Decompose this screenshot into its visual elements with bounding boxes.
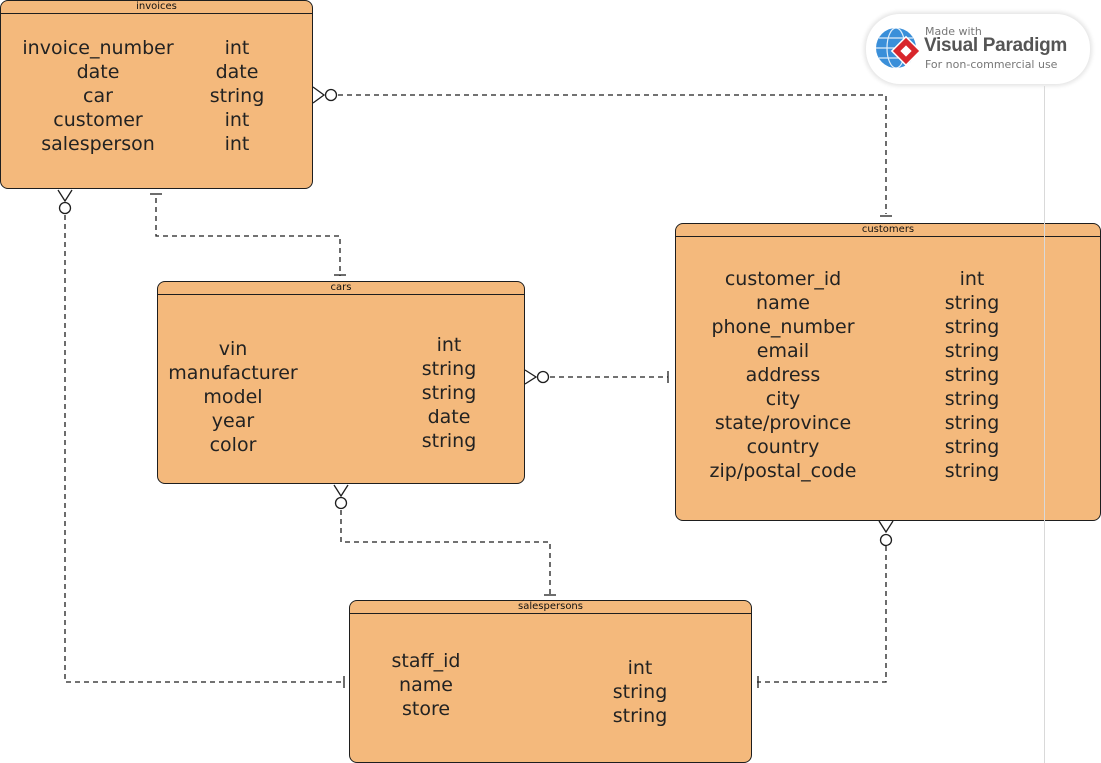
- field-type: string: [944, 340, 1000, 362]
- visual-paradigm-badge: Made with Visual Paradigm For non-commer…: [866, 14, 1090, 84]
- field-type: string: [944, 316, 1000, 338]
- entity-title: invoices: [1, 1, 312, 14]
- relationship-cars-customers: [524, 369, 669, 385]
- field-name: staff_id: [391, 650, 461, 672]
- visual-paradigm-logo-icon: [876, 27, 922, 69]
- field-type: string: [944, 388, 1000, 410]
- field-name: year: [211, 410, 255, 432]
- field-type: string: [421, 358, 477, 380]
- field-name: store: [401, 698, 451, 720]
- field-type: int: [959, 268, 985, 290]
- entity-customers[interactable]: customers customer_id name phone_number …: [675, 223, 1101, 521]
- field-type: string: [944, 364, 1000, 386]
- field-name: country: [746, 436, 820, 458]
- field-type: string: [209, 85, 265, 107]
- badge-brand: Visual Paradigm: [924, 35, 1067, 56]
- field-type: string: [612, 681, 668, 703]
- entity-invoices[interactable]: invoices invoice_number date car custome…: [0, 0, 313, 189]
- entity-title: cars: [158, 282, 524, 295]
- relationship-invoices-cars: [150, 193, 346, 276]
- relationship-cars-salespersons: [333, 484, 556, 596]
- field-name: date: [76, 61, 120, 83]
- badge-license-note: For non-commercial use: [925, 58, 1058, 71]
- field-type: date: [427, 406, 471, 428]
- field-type: string: [944, 292, 1000, 314]
- field-type: string: [944, 460, 1000, 482]
- field-name: phone_number: [711, 316, 855, 338]
- field-name: state/province: [714, 412, 852, 434]
- field-names-column: customer_id name phone_number email addr…: [698, 267, 868, 483]
- field-name: model: [203, 386, 263, 408]
- relationship-invoices-customers: [312, 86, 892, 217]
- field-names-column: invoice_number date car customer salespe…: [22, 36, 174, 156]
- field-type: string: [612, 705, 668, 727]
- entity-salespersons[interactable]: salespersons staff_id name store int str…: [349, 600, 752, 763]
- entity-cars[interactable]: cars vin manufacturer model year color i…: [157, 281, 525, 484]
- field-name: car: [83, 85, 113, 107]
- field-name: customer: [53, 109, 143, 131]
- entity-title: customers: [676, 224, 1100, 237]
- field-names-column: vin manufacturer model year color: [158, 337, 308, 457]
- field-types-column: int string string: [600, 656, 680, 728]
- field-name: email: [756, 340, 810, 362]
- field-type: int: [627, 657, 653, 679]
- entity-title: salespersons: [350, 601, 751, 614]
- field-name: vin: [218, 338, 248, 360]
- field-name: manufacturer: [168, 362, 298, 384]
- field-name: name: [399, 674, 453, 696]
- page-boundary-line: [1044, 86, 1045, 763]
- field-type: string: [421, 430, 477, 452]
- relationship-customers-salespersons: [757, 520, 894, 688]
- field-name: color: [209, 434, 257, 456]
- field-types-column: int date string int int: [197, 36, 277, 156]
- field-type: date: [215, 61, 259, 83]
- field-types-column: int string string string string string s…: [932, 267, 1012, 483]
- field-name: city: [765, 388, 801, 410]
- field-name: zip/postal_code: [709, 460, 857, 482]
- field-name: address: [745, 364, 821, 386]
- field-type: string: [944, 436, 1000, 458]
- field-type: int: [224, 37, 250, 59]
- relationship-invoices-salespersons: [57, 189, 345, 688]
- field-name: name: [756, 292, 810, 314]
- field-type: string: [421, 382, 477, 404]
- field-name: customer_id: [724, 268, 842, 290]
- field-type: int: [224, 133, 250, 155]
- field-type: int: [224, 109, 250, 131]
- field-names-column: staff_id name store: [376, 649, 476, 721]
- field-name: salesperson: [41, 133, 155, 155]
- field-name: invoice_number: [22, 37, 174, 59]
- field-type: string: [944, 412, 1000, 434]
- badge-made-with: Made with: [925, 25, 982, 38]
- field-types-column: int string string date string: [409, 333, 489, 453]
- field-type: int: [436, 334, 462, 356]
